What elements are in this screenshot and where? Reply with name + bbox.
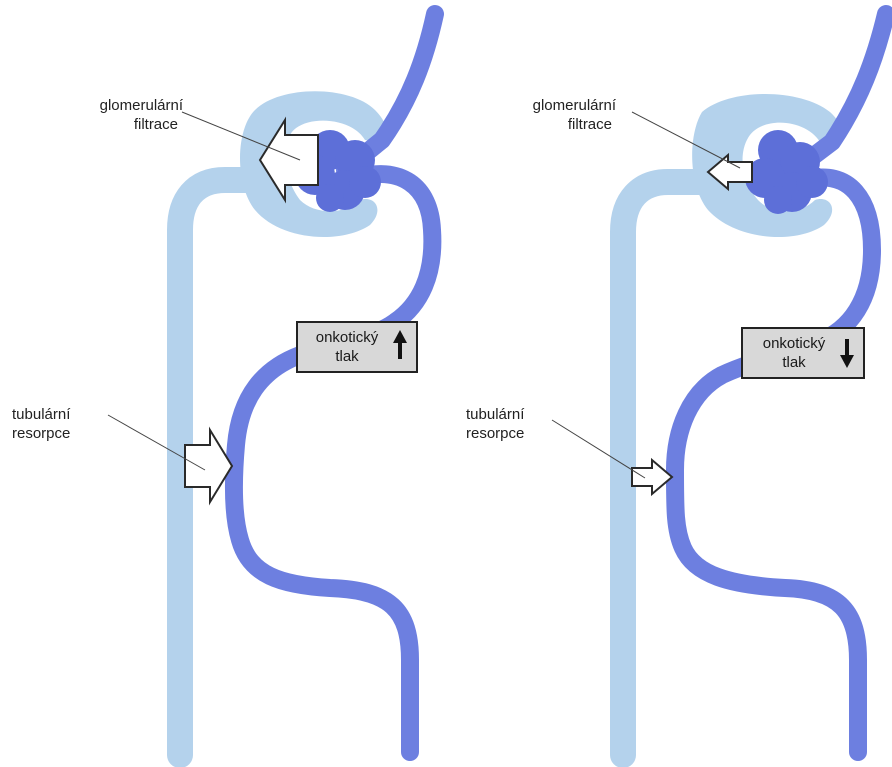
box-right-line2: tlak: [782, 354, 806, 371]
tubular-resorption-arrow-left: [184, 426, 234, 506]
left-panel: glomerulární filtrace tubulární resorpce…: [12, 5, 444, 767]
afferent-vessel-left: [336, 5, 444, 179]
oncotic-pressure-box-left: onkotický tlak: [296, 321, 418, 373]
glomerular-label-left-line1: glomerulární: [100, 97, 184, 114]
tubule-right: [610, 169, 728, 767]
glomerular-label-right-line2: filtrace: [568, 116, 612, 133]
afferent-vessel-right: [786, 5, 892, 179]
arrow-down-icon: [840, 339, 854, 368]
box-left-line2: tlak: [335, 348, 359, 365]
glomerular-label-left-line2: filtrace: [134, 116, 178, 133]
leader-tubular-right: [551, 419, 646, 479]
tubular-label-left-line2: resorpce: [12, 425, 70, 442]
glomerulus-right: [745, 130, 828, 214]
bowman-capsule-right: [692, 94, 841, 237]
box-right-line1: onkotický: [763, 335, 826, 352]
tubular-label-left-line1: tubulární: [12, 406, 71, 423]
leader-glomerular-left: [181, 111, 301, 161]
leader-tubular-left: [107, 414, 206, 471]
glomerular-filtration-arrow-left: [258, 116, 319, 204]
glomerular-filtration-arrow-right: [706, 152, 753, 192]
bowman-capsule-left: [240, 91, 386, 237]
glomerular-label-right-line1: glomerulární: [533, 97, 617, 114]
right-panel: glomerulární filtrace tubulární resorpce…: [466, 5, 892, 767]
tubular-label-right-line2: resorpce: [466, 425, 524, 442]
tubular-resorption-arrow-right: [631, 457, 674, 497]
peritubular-capillary-left: [224, 165, 442, 761]
tubular-label-right-line1: tubulární: [466, 406, 525, 423]
tubule-left: [167, 167, 275, 767]
oncotic-pressure-box-right: onkotický tlak: [741, 327, 865, 379]
peritubular-capillary-right: [666, 168, 881, 761]
arrow-up-icon: [393, 330, 407, 359]
leader-glomerular-right: [631, 111, 741, 169]
box-left-line1: onkotický: [316, 329, 379, 346]
